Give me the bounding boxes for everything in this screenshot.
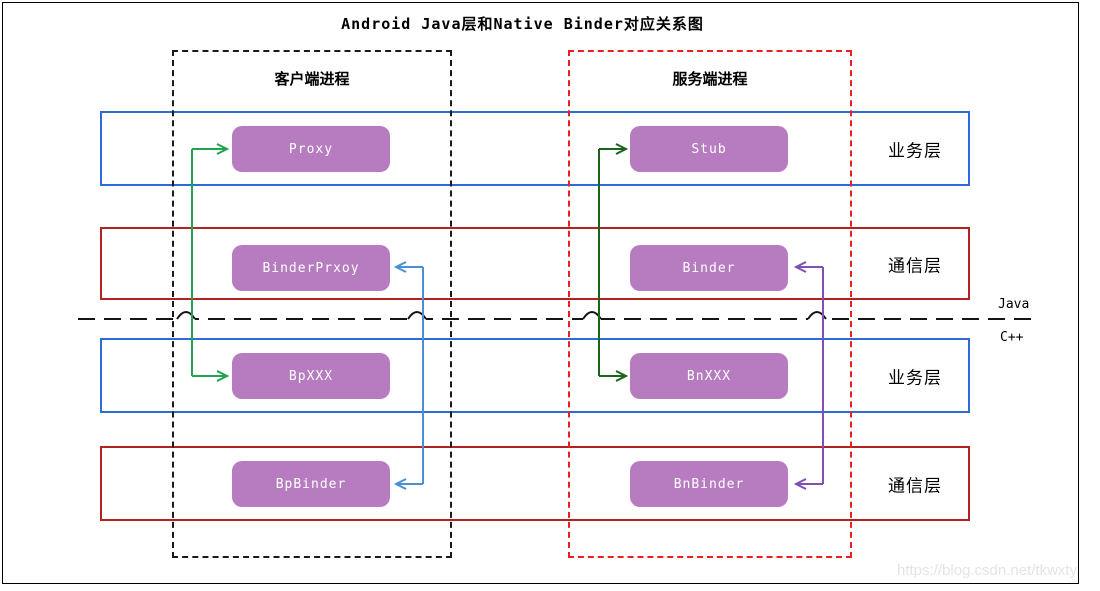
band-label: 通信层 <box>888 256 942 275</box>
client-process-box: 客户端进程 <box>172 50 452 558</box>
band-comm-cpp: 通信层 <box>100 446 970 521</box>
node-bpxxx: BpXXX <box>232 353 390 399</box>
node-bpbinder: BpBinder <box>232 461 390 507</box>
band-business-cpp: 业务层 <box>100 338 970 413</box>
node-binder: Binder <box>630 245 788 291</box>
client-process-label: 客户端进程 <box>274 71 350 88</box>
node-binderprxoy: BinderPrxoy <box>232 245 390 291</box>
server-process-box: 服务端进程 <box>568 50 852 558</box>
band-comm-java: 通信层 <box>100 227 970 300</box>
node-proxy: Proxy <box>232 126 390 172</box>
outer-border <box>2 2 1079 584</box>
band-label: 业务层 <box>888 368 942 387</box>
watermark-url: https://blog.csdn.net/tkwxty <box>897 562 1078 579</box>
node-stub: Stub <box>630 126 788 172</box>
diagram-title: Android Java层和Native Binder对应关系图 <box>341 15 704 33</box>
band-business-java: 业务层 <box>100 111 970 186</box>
divider-label-cpp: C++ <box>1000 330 1024 345</box>
node-bnbinder: BnBinder <box>630 461 788 507</box>
server-process-label: 服务端进程 <box>672 71 748 88</box>
band-label: 通信层 <box>888 476 942 495</box>
band-label: 业务层 <box>888 141 942 160</box>
node-bnxxx: BnXXX <box>630 353 788 399</box>
divider-label-java: Java <box>998 297 1030 312</box>
